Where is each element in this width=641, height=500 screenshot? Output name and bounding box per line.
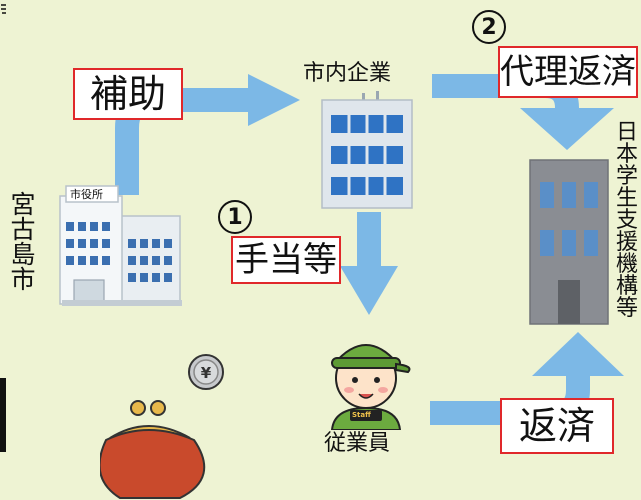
employee-badge: Staff <box>352 411 371 419</box>
repayment-label: 返済 <box>500 398 614 454</box>
yen-coin-icon: ¥ <box>188 354 224 390</box>
proxy-repayment-arrowhead <box>520 108 614 150</box>
purse-icon <box>100 400 206 499</box>
city-office-building-icon <box>59 185 182 306</box>
subsidy-arrowhead <box>248 74 300 126</box>
repayment-arrowhead <box>532 332 624 376</box>
jasso-label: 日本学生支援機構等 <box>615 120 638 321</box>
allowance-label: 手当等 <box>231 236 341 284</box>
city-office-label: 宮古島市 <box>10 190 36 294</box>
proxy-repayment-label: 代理返済 <box>498 46 638 98</box>
employee-character-icon <box>330 344 411 430</box>
city-office-sign: 市役所 <box>70 188 103 201</box>
company-label: 市内企業 <box>303 61 392 86</box>
employee-label: 従業員 <box>324 431 391 456</box>
allowance-step-number: 1 <box>218 200 252 234</box>
subsidy-label: 補助 <box>73 68 183 120</box>
svg-text:¥: ¥ <box>201 364 212 382</box>
company-building-icon <box>321 91 413 209</box>
top-left-mark <box>0 0 8 14</box>
allowance-arrowhead <box>340 266 398 315</box>
left-edge-object <box>0 378 6 452</box>
allowance-arrow <box>357 212 381 270</box>
proxy-repayment-step-number: 2 <box>472 10 506 44</box>
jasso-building-icon <box>529 159 609 325</box>
